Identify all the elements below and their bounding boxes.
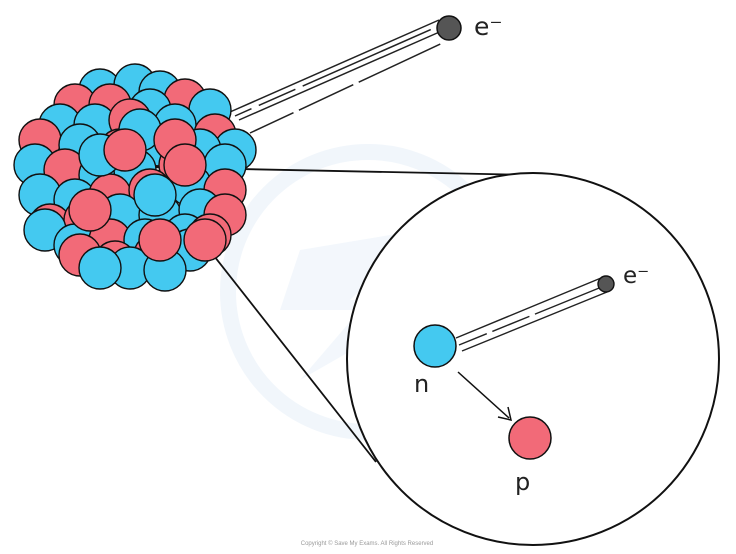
proton-label: p xyxy=(515,468,530,496)
neutron xyxy=(413,324,457,368)
electron-main-label: e⁻ xyxy=(474,12,503,41)
nucleus-proton xyxy=(103,128,147,172)
nucleus xyxy=(13,63,257,292)
nucleus-neutron xyxy=(133,173,177,217)
proton xyxy=(508,416,552,460)
decay-arrow xyxy=(457,371,513,422)
neutron-label: n xyxy=(414,370,429,398)
nucleus-neutron xyxy=(78,246,122,290)
electron-zoom-label: e⁻ xyxy=(623,263,649,289)
copyright-text: Copyright © Save My Exams. All Rights Re… xyxy=(301,540,433,547)
electron-trail-zoom xyxy=(455,277,608,352)
electron-main xyxy=(436,15,462,41)
electron-trail-main xyxy=(229,19,450,134)
nucleus-proton xyxy=(138,218,182,262)
zoom-circle xyxy=(346,172,720,546)
nucleus-proton xyxy=(163,143,207,187)
nucleus-proton xyxy=(183,218,227,262)
nucleus-proton xyxy=(68,188,112,232)
electron-zoom xyxy=(597,275,615,293)
